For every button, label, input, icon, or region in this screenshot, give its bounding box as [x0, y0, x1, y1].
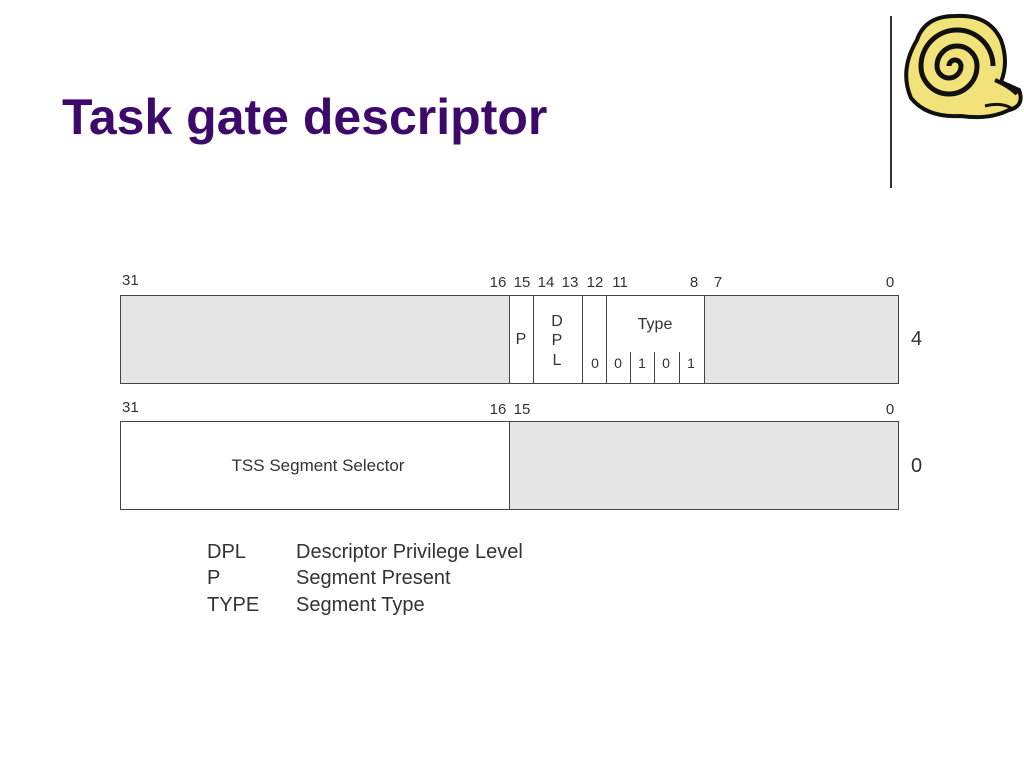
type-bit-11: 0	[614, 355, 622, 371]
type-bit-10: 1	[638, 355, 646, 371]
type-bit-8: 1	[687, 355, 695, 371]
legend-desc-type: Segment Type	[296, 594, 425, 616]
legend-abbr-type: TYPE	[207, 594, 260, 616]
bit-label-7: 7	[713, 274, 723, 291]
type-bit-9: 0	[662, 355, 670, 371]
legend-abbr-dpl: DPL	[207, 541, 246, 563]
type-field-label: Type	[637, 316, 673, 333]
upper-word-offset: 4	[911, 328, 923, 350]
title-divider	[890, 16, 892, 188]
bit-label-15: 15	[513, 401, 531, 418]
reserved-field-lower	[509, 421, 899, 510]
spiral-scroll-icon	[897, 10, 1024, 127]
type-bit-separator	[679, 352, 680, 384]
bit-label-15: 15	[513, 274, 531, 291]
bit12-value: 0	[591, 355, 599, 371]
type-bit-separator	[630, 352, 631, 384]
legend-abbr-p: P	[207, 567, 221, 589]
bit-label-16: 16	[489, 401, 507, 418]
bit-label-0: 0	[885, 401, 895, 418]
dpl-letter-l: L	[552, 352, 562, 369]
p-field-label: P	[515, 331, 527, 348]
dpl-letter-d: D	[551, 313, 563, 330]
lower-word-offset: 0	[911, 455, 923, 477]
dpl-letter-p: P	[551, 332, 563, 349]
bit12-field	[582, 295, 607, 384]
type-bit-separator	[654, 352, 655, 384]
bit-label-16: 16	[489, 274, 507, 291]
bit-label-13: 13	[561, 274, 579, 291]
bit-label-8: 8	[689, 274, 699, 291]
reserved-field-low	[704, 295, 899, 384]
legend-desc-dpl: Descriptor Privilege Level	[296, 541, 523, 563]
tss-selector-label: TSS Segment Selector	[231, 456, 405, 475]
bit-label-31: 31	[122, 399, 139, 416]
bit-label-0: 0	[885, 274, 895, 291]
tss-selector-field	[120, 421, 510, 510]
bit-label-14: 14	[537, 274, 555, 291]
legend-desc-p: Segment Present	[296, 567, 451, 589]
bit-label-31: 31	[122, 272, 139, 289]
reserved-field-high	[120, 295, 510, 384]
page-title: Task gate descriptor	[62, 89, 548, 145]
bit-label-12: 12	[586, 274, 604, 291]
bit-label-11: 11	[612, 274, 628, 291]
